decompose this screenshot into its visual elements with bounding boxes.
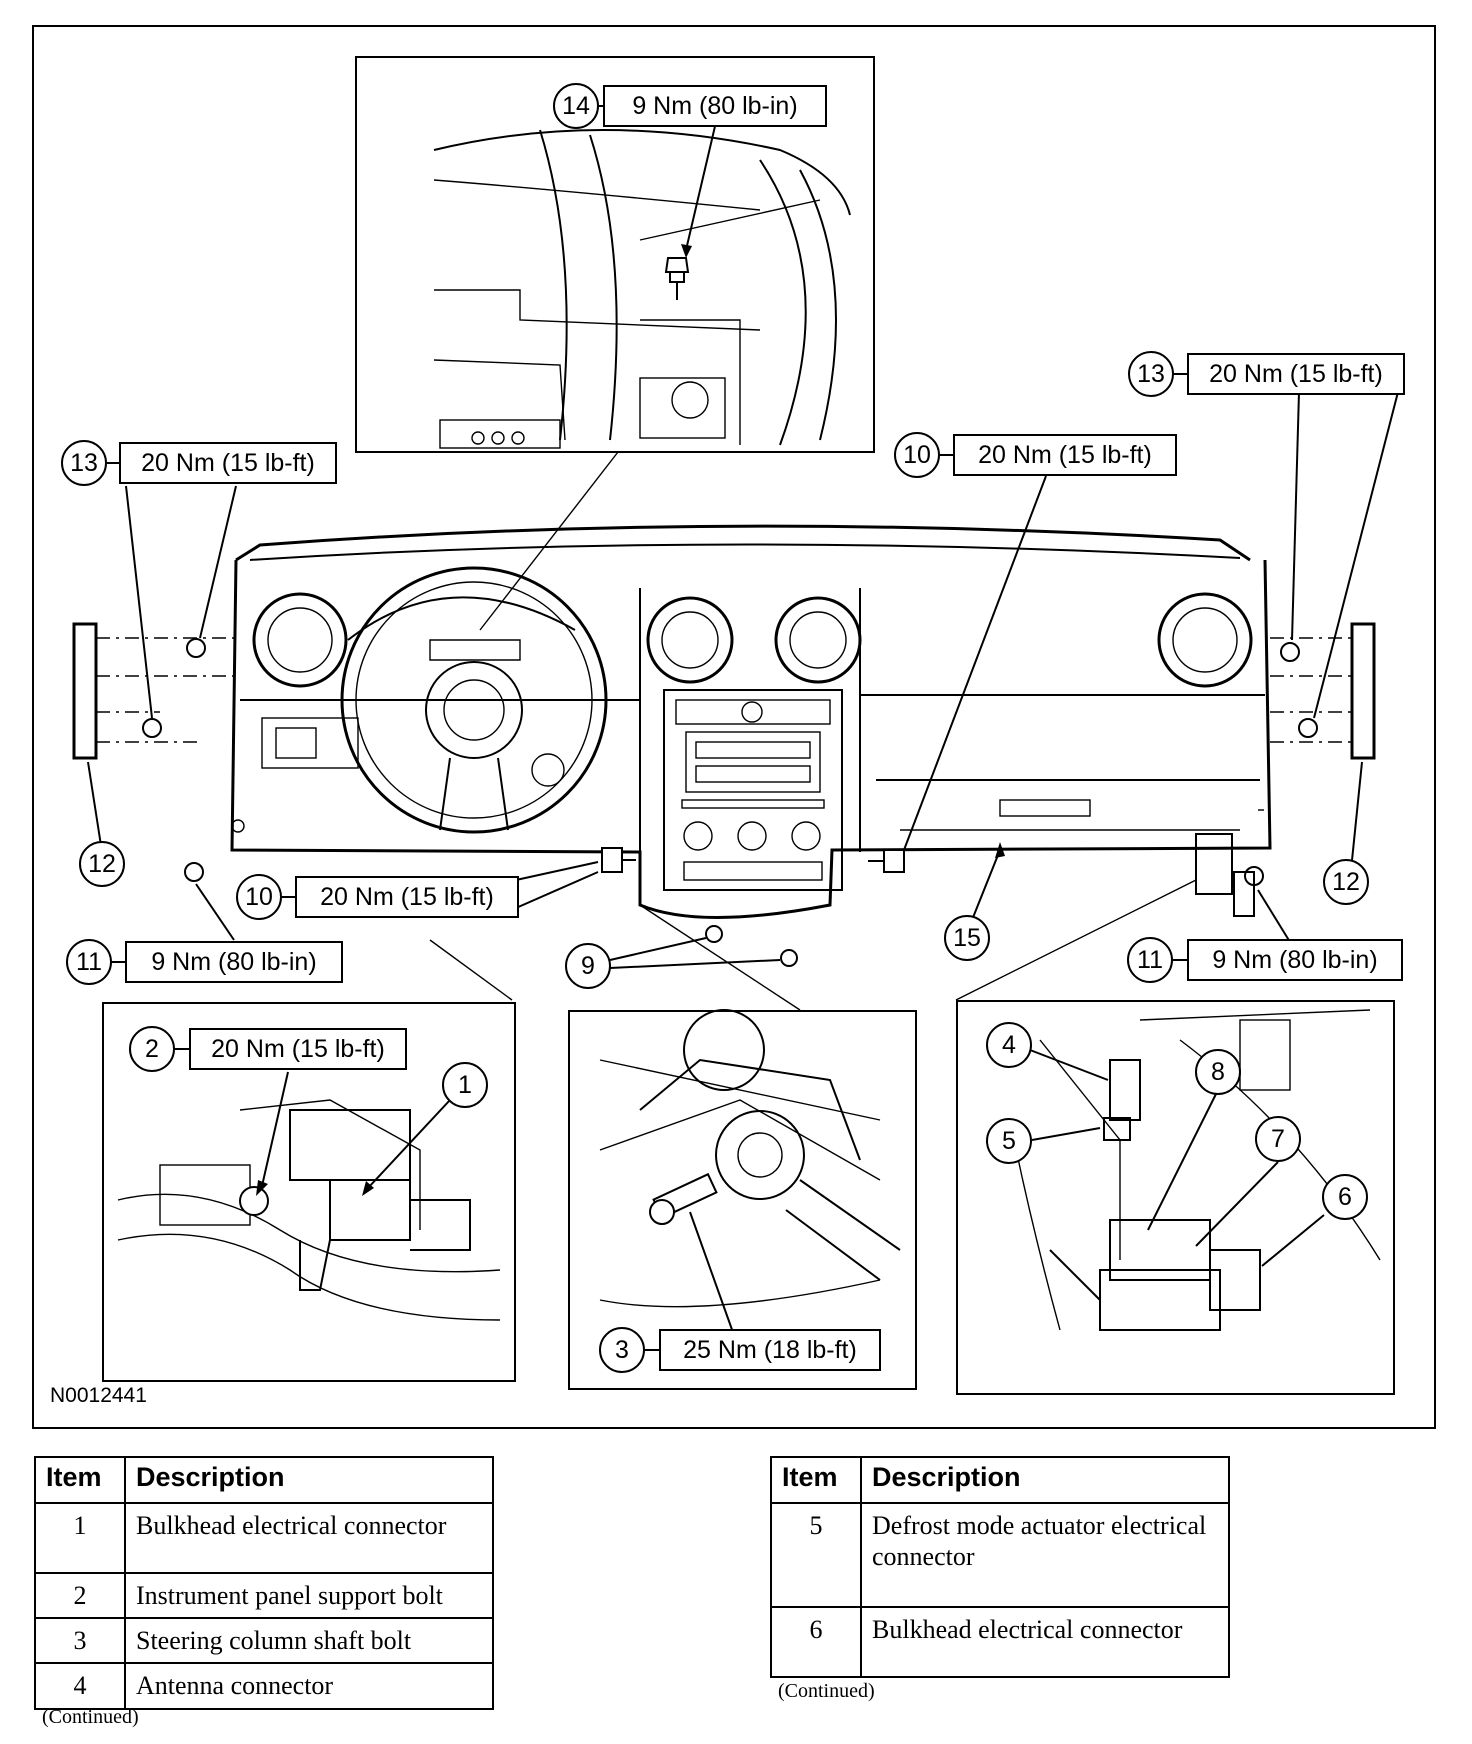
leader-lines: [87, 105, 1399, 1011]
instrument-panel-main: [230, 524, 1272, 926]
svg-text:20 Nm (15 lb-ft): 20 Nm (15 lb-ft): [141, 449, 315, 477]
torque-box-13-left: 20 Nm (15 lb-ft): [106, 442, 337, 484]
callout-15: 15: [944, 915, 990, 961]
continued-note-left: (Continued): [42, 1706, 139, 1728]
svg-text:9: 9: [581, 952, 595, 980]
callout-10-right: 10: [894, 432, 940, 478]
callout-4: 4: [986, 1022, 1032, 1068]
svg-text:11: 11: [1137, 946, 1163, 974]
svg-text:7: 7: [1271, 1125, 1285, 1153]
column-header-description: Description: [124, 1456, 494, 1504]
svg-text:13: 13: [70, 449, 98, 477]
callout-6: 6: [1322, 1174, 1368, 1220]
svg-text:12: 12: [88, 850, 116, 878]
left-end-bracket: [72, 622, 245, 882]
svg-text:20 Nm (15 lb-ft): 20 Nm (15 lb-ft): [1209, 360, 1383, 388]
callout-14: 14: [553, 83, 599, 129]
item-number: 6: [770, 1606, 862, 1678]
svg-text:10: 10: [903, 441, 931, 469]
parts-table-right: Item Description 5 Defrost mode actuator…: [770, 1456, 1230, 1678]
item-number: 3: [34, 1617, 126, 1665]
callout-10-left: 10: [236, 874, 282, 920]
svg-text:5: 5: [1002, 1127, 1016, 1155]
svg-text:10: 10: [245, 883, 273, 911]
callout-13-left: 13: [61, 440, 107, 486]
svg-text:15: 15: [953, 924, 981, 952]
torque-box-2: 20 Nm (15 lb-ft): [174, 1028, 407, 1070]
callout-5: 5: [986, 1118, 1032, 1164]
svg-text:14: 14: [562, 92, 590, 120]
item-description: Bulkhead electrical connector: [124, 1502, 494, 1574]
svg-text:11: 11: [76, 948, 102, 976]
column-header-description: Description: [860, 1456, 1230, 1504]
svg-text:9 Nm (80 lb-in): 9 Nm (80 lb-in): [632, 92, 797, 120]
item-number: 1: [34, 1502, 126, 1574]
item-number: 2: [34, 1571, 126, 1620]
item-description: Instrument panel support bolt: [124, 1571, 494, 1620]
parts-table-left: Item Description 1 Bulkhead electrical c…: [34, 1456, 494, 1710]
svg-text:6: 6: [1338, 1183, 1352, 1211]
svg-text:12: 12: [1332, 868, 1360, 896]
svg-text:1: 1: [458, 1071, 472, 1099]
callout-11-left: 11: [66, 939, 112, 985]
svg-text:9 Nm (80 lb-in): 9 Nm (80 lb-in): [1212, 946, 1377, 974]
figure-code: N0012441: [50, 1384, 147, 1407]
callout-11-right: 11: [1127, 937, 1173, 983]
item-description: Antenna connector: [124, 1662, 494, 1710]
item-description: Bulkhead electrical connector: [860, 1606, 1230, 1678]
callout-3: 3: [599, 1327, 645, 1373]
column-header-item: Item: [770, 1456, 862, 1504]
side-fasteners: [601, 847, 905, 967]
svg-text:9 Nm (80 lb-in): 9 Nm (80 lb-in): [151, 948, 316, 976]
item-number: 5: [770, 1502, 862, 1608]
callout-13-right: 13: [1128, 351, 1174, 397]
svg-text:25 Nm (18 lb-ft): 25 Nm (18 lb-ft): [683, 1336, 857, 1364]
svg-text:3: 3: [615, 1336, 629, 1364]
svg-text:20 Nm (15 lb-ft): 20 Nm (15 lb-ft): [320, 883, 494, 911]
svg-text:20 Nm (15 lb-ft): 20 Nm (15 lb-ft): [211, 1035, 385, 1063]
callout-1: 1: [442, 1062, 488, 1108]
callout-8: 8: [1195, 1049, 1241, 1095]
torque-box-13-right: 20 Nm (15 lb-ft): [1173, 353, 1405, 395]
torque-box-11-left: 9 Nm (80 lb-in): [111, 941, 343, 983]
instrument-panel-diagram: .ln { stroke:#000; stroke-width:2; fill:…: [32, 25, 1436, 1429]
table-row: 4 Antenna connector: [34, 1662, 494, 1710]
continued-note-right: (Continued): [778, 1680, 875, 1702]
callout-12-right: 12: [1323, 859, 1369, 905]
table-row: 1 Bulkhead electrical connector: [34, 1502, 494, 1574]
torque-box-14: 9 Nm (80 lb-in): [603, 85, 827, 127]
item-description: Defrost mode actuator electrical connect…: [860, 1502, 1230, 1608]
svg-text:8: 8: [1211, 1058, 1225, 1086]
torque-box-10-right: 20 Nm (15 lb-ft): [939, 434, 1177, 476]
callout-12-left: 12: [79, 841, 125, 887]
table-row: 2 Instrument panel support bolt: [34, 1571, 494, 1620]
torque-box-3: 25 Nm (18 lb-ft): [644, 1329, 881, 1371]
callout-9: 9: [565, 943, 611, 989]
callout-2: 2: [129, 1026, 175, 1072]
torque-box-11-right: 9 Nm (80 lb-in): [1172, 939, 1403, 981]
figure-frame: [32, 25, 1436, 1429]
right-end-bracket: [1195, 622, 1376, 917]
torque-box-10-left: 20 Nm (15 lb-ft): [281, 876, 519, 918]
item-number: 4: [34, 1662, 126, 1710]
table-row: 6 Bulkhead electrical connector: [770, 1606, 1230, 1678]
svg-text:13: 13: [1137, 360, 1165, 388]
svg-text:4: 4: [1002, 1031, 1016, 1059]
svg-text:20 Nm (15 lb-ft): 20 Nm (15 lb-ft): [978, 441, 1152, 469]
column-header-item: Item: [34, 1456, 126, 1504]
inset-steering-column: [568, 1009, 917, 1390]
svg-text:2: 2: [145, 1035, 159, 1063]
table-row: 3 Steering column shaft bolt: [34, 1617, 494, 1665]
callout-7: 7: [1255, 1116, 1301, 1162]
table-row: 5 Defrost mode actuator electrical conne…: [770, 1502, 1230, 1608]
item-description: Steering column shaft bolt: [124, 1617, 494, 1665]
